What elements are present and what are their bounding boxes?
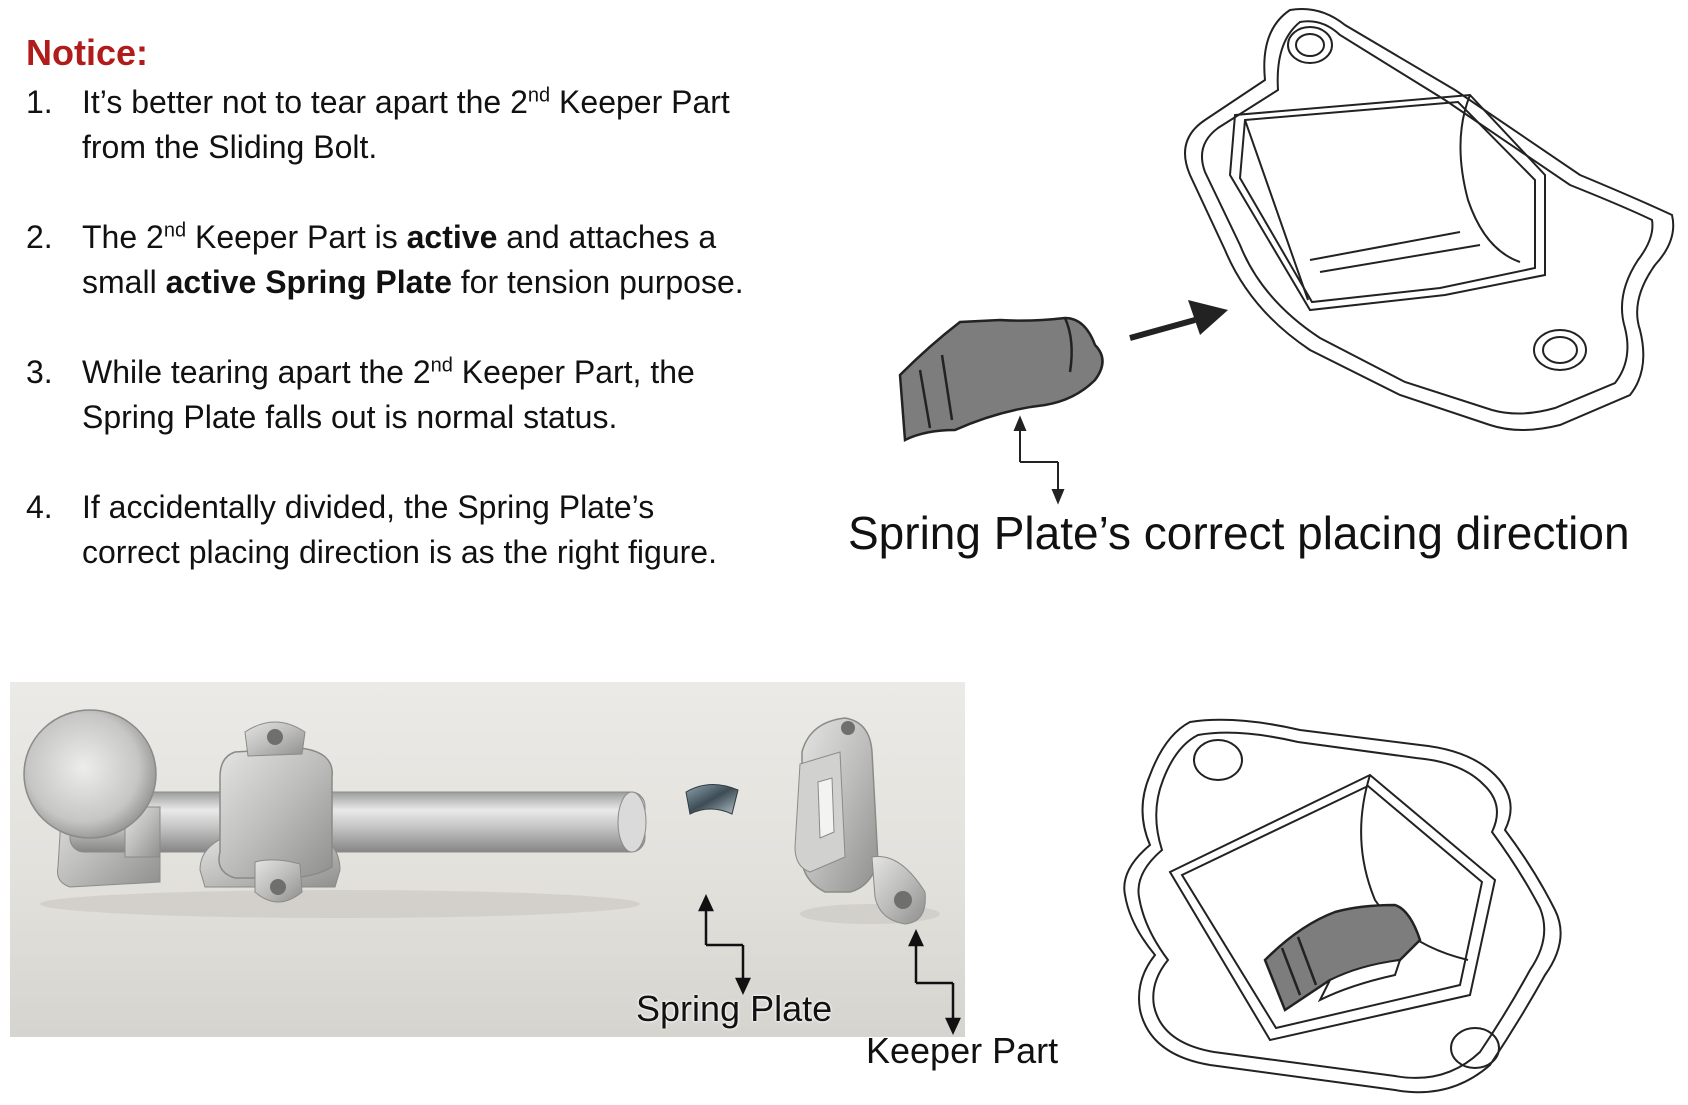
keeper-part-callout-arrow <box>908 929 961 1035</box>
emphasis-active: active <box>406 219 498 255</box>
notice-text: Keeper Part, the Spring Plate falls out … <box>82 354 695 435</box>
keeper-part-drawing-bottom <box>1123 718 1562 1094</box>
ordinal-suffix: nd <box>527 84 551 107</box>
notice-text: and attaches a small <box>82 219 717 300</box>
spring-plate-installed-drawing <box>1263 903 1422 1012</box>
notice-number: 2. <box>26 219 53 255</box>
notice-item-3: 3. While tearing apart the 2nd Keeper Pa… <box>26 350 746 440</box>
notice-number: 4. <box>26 489 53 525</box>
notice-item-2: 2. The 2nd Keeper Part is active and att… <box>26 215 746 305</box>
notice-text: It’s better not to tear apart the 2 <box>82 84 528 120</box>
ordinal-suffix: nd <box>430 354 453 377</box>
notice-number: 3. <box>26 354 53 390</box>
spring-plate-callout-arrow <box>698 894 751 995</box>
notice-text: While tearing apart the 2 <box>82 354 431 390</box>
notice-item-1: 1. It’s better not to tear apart the 2nd… <box>26 80 746 170</box>
spring-plate-label: Spring Plate <box>636 988 833 1029</box>
notice-text: If accidentally divided, the Spring Plat… <box>82 489 717 570</box>
notice-item-4: 4. If accidentally divided, the Spring P… <box>26 485 746 575</box>
spring-plate-drawing <box>898 316 1104 442</box>
sliding-bolt-photo <box>23 709 940 925</box>
notice-title: Notice: <box>26 32 149 73</box>
direction-callout-arrow <box>1013 415 1065 505</box>
emphasis-active-spring-plate: active Spring Plate <box>165 264 452 300</box>
ordinal-suffix: nd <box>163 219 187 242</box>
keeper-part-label: Keeper Part <box>866 1030 1059 1071</box>
notice-text: Keeper Part from the Sliding Bolt. <box>82 84 730 165</box>
notice-text: for tension purpose. <box>451 264 744 300</box>
keeper-part-drawing-top <box>1184 8 1675 431</box>
notice-number: 1. <box>26 84 53 120</box>
notice-text: Keeper Part is <box>186 219 407 255</box>
placement-arrow <box>1129 300 1228 341</box>
direction-caption: Spring Plate’s correct placing direction <box>848 507 1630 559</box>
notice-text: The 2 <box>82 219 164 255</box>
product-photo <box>10 682 965 1037</box>
notice-list: 1. It’s better not to tear apart the 2nd… <box>26 80 746 575</box>
